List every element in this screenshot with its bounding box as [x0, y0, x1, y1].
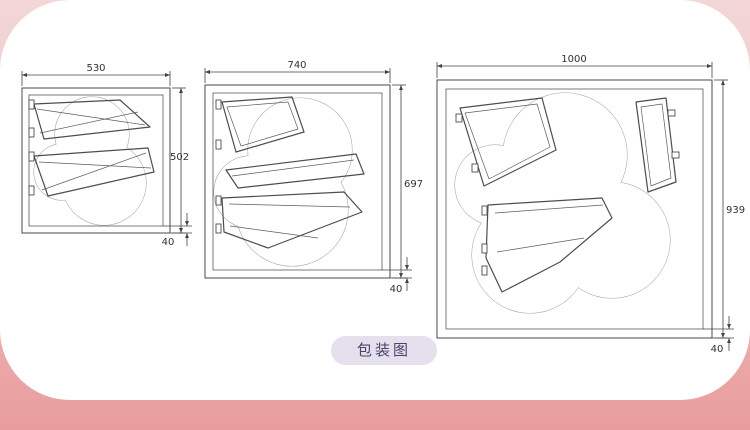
- width-dimension-medium: 740: [204, 60, 391, 83]
- tray-blob-medium: [213, 97, 353, 267]
- width-dimension-label-medium: 740: [287, 60, 306, 71]
- flange-dimension-large: 40: [703, 316, 734, 355]
- hinge-icon: [28, 185, 35, 196]
- inner-box-medium: [212, 92, 383, 271]
- drawing-medium-unit: 740 697: [204, 60, 423, 295]
- flange-dimension-small: 40: [162, 213, 192, 248]
- hinge-icon: [667, 109, 676, 117]
- inner-box-large: [445, 88, 704, 330]
- hinge-icon: [28, 99, 35, 110]
- width-dimension-small: 530: [21, 63, 171, 86]
- width-dimension-large: 1000: [436, 54, 713, 78]
- outer-box-large: [436, 79, 713, 339]
- hinge-icon: [215, 195, 222, 206]
- wire-baskets-small: [28, 99, 155, 197]
- hinge-icon: [471, 163, 479, 173]
- height-dimension-label-large: 939: [726, 205, 745, 216]
- packaging-label-badge: 包装图: [331, 336, 438, 365]
- drawing-small-unit: 530: [21, 63, 192, 248]
- outer-box-medium: [204, 84, 391, 279]
- hinge-icon: [215, 139, 222, 150]
- outer-box-small: [21, 87, 171, 234]
- height-dimension-medium: 697: [392, 84, 423, 279]
- height-dimension-label-medium: 697: [404, 179, 423, 190]
- hinge-icon: [28, 151, 35, 162]
- width-dimension-label-small: 530: [86, 63, 105, 74]
- height-dimension-label-small: 502: [170, 152, 189, 163]
- hinge-icon: [455, 113, 463, 123]
- width-dimension-label-large: 1000: [561, 54, 586, 65]
- flange-dimension-label-large: 40: [711, 344, 724, 355]
- hinge-icon: [481, 265, 488, 276]
- tray-blob-small: [33, 96, 147, 226]
- height-dimension-small: 502: [170, 87, 189, 234]
- hinge-icon: [481, 205, 488, 216]
- hinge-icon: [481, 243, 488, 254]
- hinge-icon: [215, 99, 222, 110]
- height-dimension-large: 939: [714, 79, 745, 339]
- flange-dimension-medium: 40: [382, 257, 412, 295]
- tray-blob-large: [454, 92, 671, 314]
- drawing-large-unit: 1000: [436, 54, 745, 355]
- wire-baskets-large: [455, 97, 680, 293]
- flange-dimension-label-medium: 40: [390, 284, 403, 295]
- hinge-icon: [215, 223, 222, 234]
- wire-baskets-medium: [215, 96, 365, 249]
- packaging-label-text: 包装图: [357, 341, 412, 359]
- hinge-icon: [28, 127, 35, 138]
- flange-dimension-label-small: 40: [162, 237, 175, 248]
- hinge-icon: [671, 151, 680, 159]
